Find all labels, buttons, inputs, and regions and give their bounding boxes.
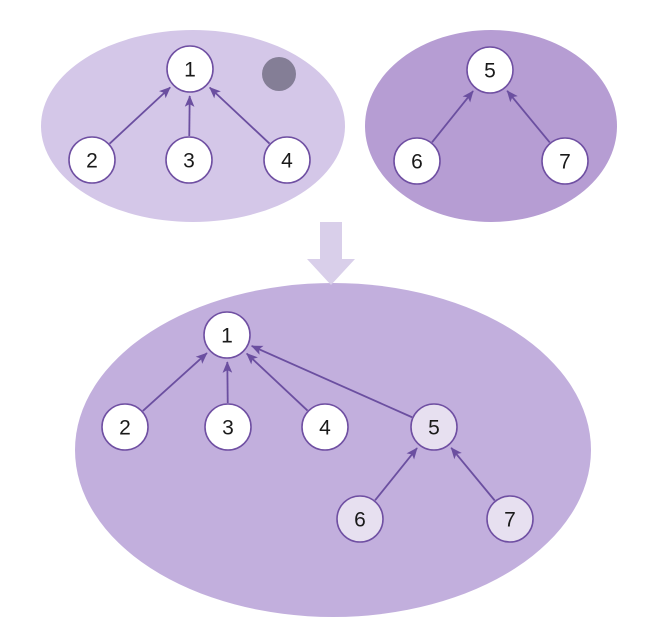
graph-node-5[interactable]: 5 [410,403,458,451]
node-circle [410,403,458,451]
graph-node-7[interactable]: 7 [486,495,534,543]
merge-down-arrow [307,222,355,285]
node-circle [263,136,311,184]
node-circle [101,403,149,451]
graph-node-3[interactable]: 3 [204,403,252,451]
graph-node-2[interactable]: 2 [68,136,116,184]
node-circle [166,45,214,93]
node-circle [301,403,349,451]
edge-2-to-1 [108,86,171,145]
node-circle [336,495,384,543]
node-circle [393,137,441,185]
node-circle [541,137,589,185]
graph-node-7[interactable]: 7 [541,137,589,185]
edge-4-to-1 [246,352,309,412]
node-circle [486,495,534,543]
edge-5-to-1 [251,345,413,419]
graph-node-6[interactable]: 6 [393,137,441,185]
node-circle [466,46,514,94]
node-circle [165,136,213,184]
edge-7-to-5 [450,447,496,502]
merged-cluster [75,283,591,617]
graph-node-1[interactable]: 1 [166,45,214,93]
edge-2-to-1 [142,352,208,412]
graph-node-4[interactable]: 4 [263,136,311,184]
graph-node-5[interactable]: 5 [466,46,514,94]
graph-node-1[interactable]: 1 [203,311,251,359]
graph-node-2[interactable]: 2 [101,403,149,451]
graph-node-3[interactable]: 3 [165,136,213,184]
edge-4-to-1 [209,86,271,145]
marker-layer [262,57,296,91]
edge-6-to-5 [431,90,474,143]
edge-7-to-5 [506,90,551,144]
node-circle [68,136,116,184]
edge-6-to-5 [374,447,418,501]
edge-layer [108,86,551,502]
transition-layer [307,222,355,285]
node-circle [203,311,251,359]
gray-marker-dot [262,57,296,91]
graph-node-4[interactable]: 4 [301,403,349,451]
graph-node-6[interactable]: 6 [336,495,384,543]
node-circle [204,403,252,451]
